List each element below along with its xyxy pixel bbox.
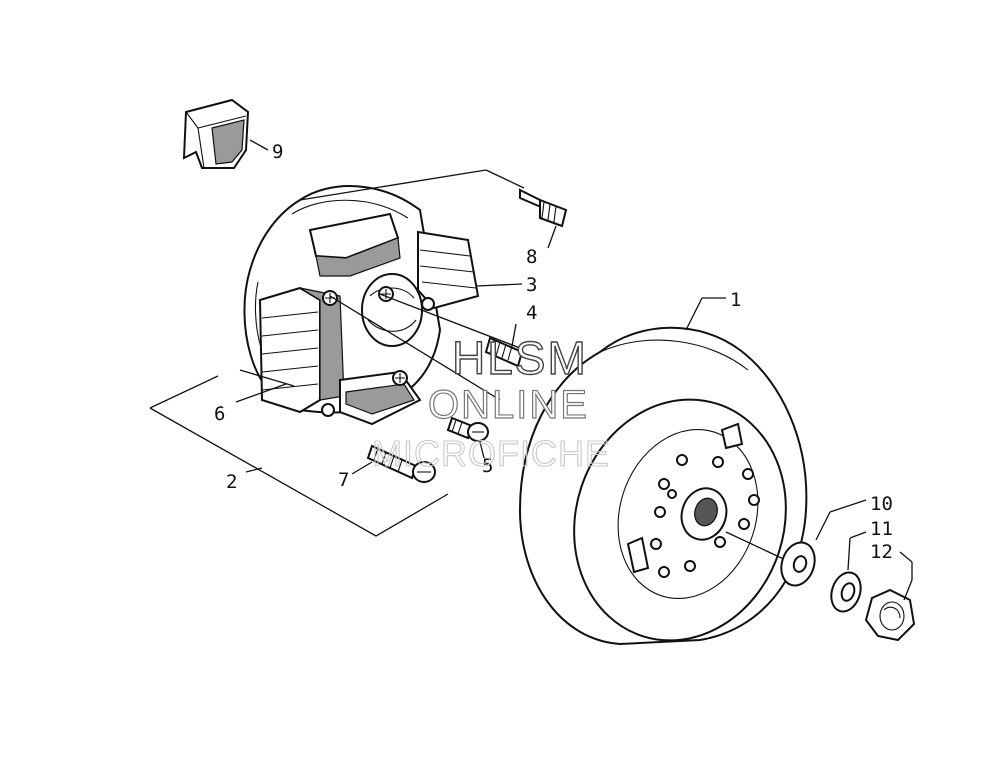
callout-3: 3 <box>526 274 537 296</box>
callout-12: 12 <box>870 541 893 563</box>
callout-7: 7 <box>338 469 349 491</box>
part-10-washer <box>780 499 867 587</box>
callout-10: 10 <box>870 493 893 515</box>
part-11-lockwasher <box>830 531 867 613</box>
callout-9: 9 <box>272 141 283 163</box>
watermark-online: ONLINE <box>428 383 589 427</box>
callout-6: 6 <box>214 403 225 425</box>
watermark-hlsm: HLSM <box>452 332 588 384</box>
part-5-screw <box>446 416 489 459</box>
watermark-microfiche: MICROFICHE <box>372 433 610 474</box>
part-1-flywheel <box>518 297 808 646</box>
assembly-bracket-lines <box>149 169 525 537</box>
part-9-block <box>182 98 269 169</box>
part-12-nut <box>864 551 916 642</box>
callout-11: 11 <box>870 518 893 540</box>
callout-4: 4 <box>526 302 537 324</box>
callout-5: 5 <box>482 455 493 477</box>
callout-1: 1 <box>730 289 741 311</box>
part-4-screw <box>484 323 524 368</box>
callout-2: 2 <box>226 471 237 493</box>
part-2-stator <box>243 185 480 426</box>
part-8-screw <box>519 188 568 249</box>
part-7-screw <box>351 444 436 483</box>
callout-8: 8 <box>526 246 537 268</box>
